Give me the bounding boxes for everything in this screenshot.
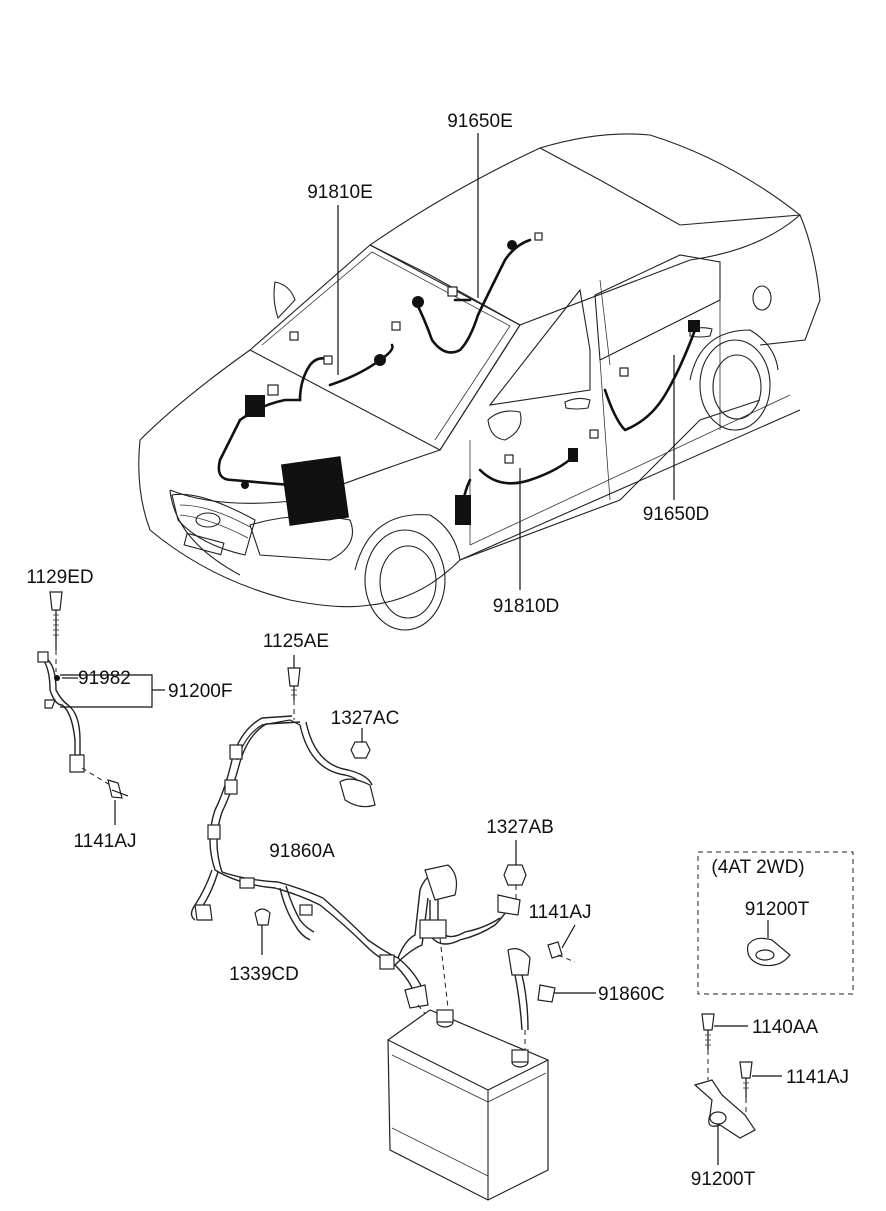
label-91860C: 91860C [598, 984, 665, 1005]
label-91810E: 91810E [307, 182, 373, 203]
battery-cable-91860C [507, 924, 596, 1052]
label-1140AA: 1140AA [752, 1017, 819, 1038]
label-1339CD: 1339CD [229, 964, 299, 985]
nut-1327AB [503, 840, 527, 900]
label-4at-2wd: (4AT 2WD) [711, 857, 804, 878]
battery [387, 1009, 549, 1201]
label-91200F: 91200F [168, 681, 232, 702]
option-box-4at-2wd [697, 851, 854, 995]
label-1141AJ-right: 1141AJ [786, 1067, 849, 1088]
ground-strap-91200T [693, 1013, 782, 1165]
car-leader-lines [337, 133, 675, 590]
label-1327AC: 1327AC [331, 708, 400, 729]
label-1327AB: 1327AB [486, 817, 554, 838]
label-91860A: 91860A [269, 841, 335, 862]
label-1129ED: 1129ED [26, 567, 93, 588]
car-wiring-harness [217, 232, 700, 526]
label-91200T-bottom: 91200T [691, 1169, 756, 1190]
label-91810D: 91810D [493, 596, 560, 617]
label-91982: 91982 [78, 668, 131, 689]
label-91650D: 91650D [643, 504, 710, 525]
label-1141AJ-left: 1141AJ [73, 831, 136, 852]
battery-harness-91860A [190, 655, 521, 1023]
label-1125AE: 1125AE [263, 631, 329, 652]
car-body-outline [138, 133, 821, 631]
label-91200T-box: 91200T [745, 899, 810, 920]
ground-cable-91200F [37, 591, 165, 825]
label-1141AJ-center: 1141AJ [528, 902, 591, 923]
label-91650E: 91650E [447, 111, 513, 132]
